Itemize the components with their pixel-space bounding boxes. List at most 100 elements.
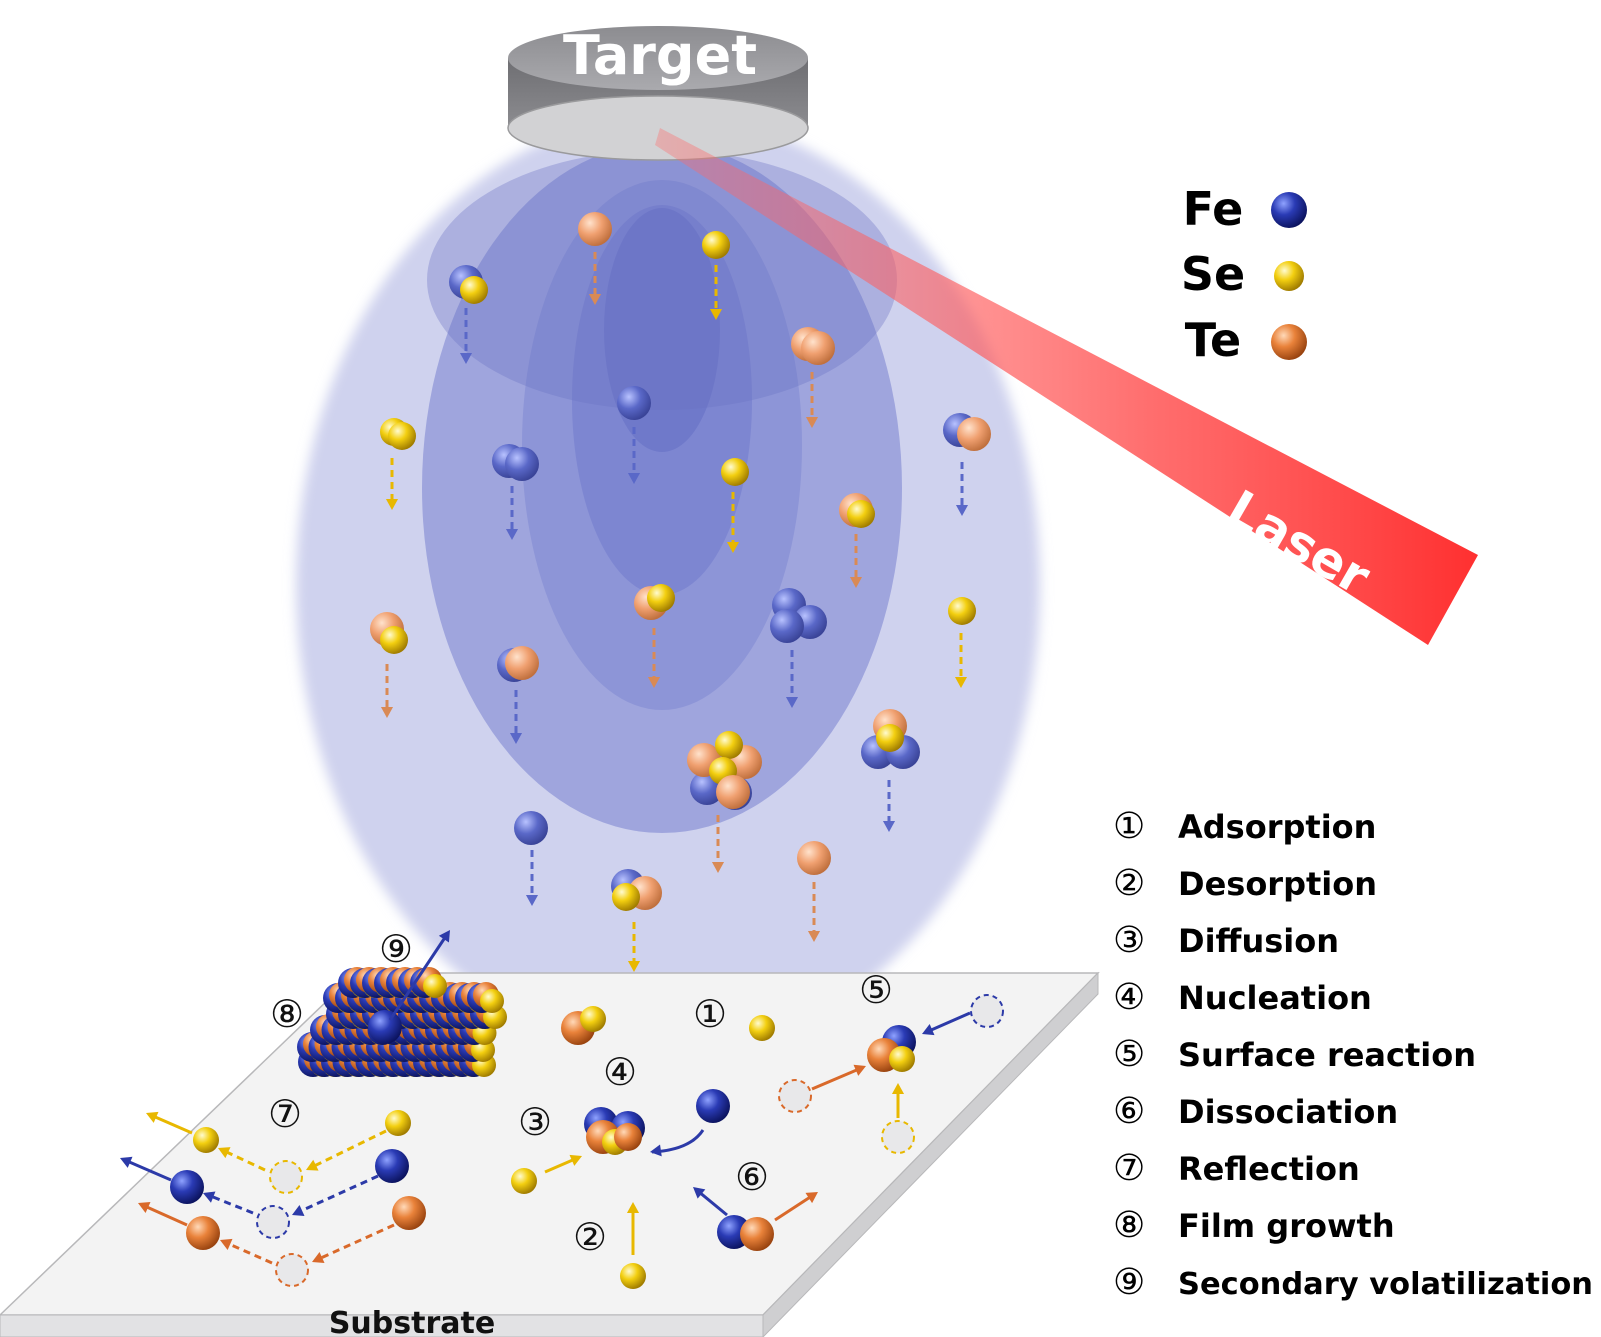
se-atom [715,731,743,759]
se-atom [480,989,504,1013]
process-num-5: ⑤ [1113,1034,1145,1075]
arrow-head [505,529,519,540]
se-atom [612,883,640,911]
target-label: Target [563,24,757,87]
se-atom [380,626,408,654]
se-atom [948,597,976,625]
legend-te-label: Te [1185,313,1241,367]
arrow-head [805,417,819,428]
arrow-head [220,1238,233,1250]
vacancy-site [881,1120,915,1154]
atoms-layer [170,212,1004,1289]
se-atom [889,1046,915,1072]
se-atom [847,500,875,528]
te-atom [797,841,831,875]
se-atom [388,422,416,450]
arrow-head [120,1156,133,1168]
process-num-1: ① [1113,806,1145,847]
arrow-head [146,1111,159,1123]
process-num-2: ② [1113,863,1145,904]
process-num-6: ⑥ [1113,1091,1145,1132]
marker-5: ⑤ [859,968,893,1012]
arrow-head [569,1154,582,1166]
arrow [150,1114,193,1135]
process-num-4: ④ [1113,977,1145,1018]
arrow [774,1194,814,1222]
arrow-head [380,707,394,718]
process-num-7: ⑦ [1113,1148,1145,1189]
se-atom [749,1015,775,1041]
marker-8: ⑧ [270,992,304,1036]
plasma-plume [296,115,1040,1055]
legend-te-sphere [1271,324,1307,360]
se-atom [511,1168,537,1194]
se-atom [385,1110,411,1136]
element-legend: Fe Se Te [1181,182,1307,367]
substrate-label: Substrate [329,1306,495,1337]
fe-atom [375,1149,409,1183]
te-atom [392,1196,426,1230]
arrow-head [627,961,641,972]
arrow [124,1158,172,1182]
arrow-head [693,1187,706,1199]
arrow-head [853,1064,866,1076]
legend-fe-sphere [1271,192,1307,228]
process-name-3: Diffusion [1178,922,1339,960]
arrow-head [626,1202,640,1213]
arrow-head [509,733,523,744]
process-name-4: Nucleation [1178,979,1372,1017]
marker-3: ③ [518,1100,552,1144]
vacancy-site [970,994,1004,1028]
te-atom [505,646,539,680]
arrow-head [292,1204,305,1216]
arrow-head [650,1144,662,1157]
process-name-7: Reflection [1178,1150,1360,1188]
se-atom [647,584,675,612]
arrow-head [459,353,473,364]
legend-se-label: Se [1181,247,1245,301]
arrow-head [438,930,450,943]
arrow [696,1189,728,1217]
te-atom [614,1123,642,1151]
se-atom [193,1127,219,1153]
arrow [811,1066,862,1091]
vacancy-site [778,1079,812,1113]
legend-fe-label: Fe [1183,182,1244,236]
process-name-9: Secondary volatilization [1178,1267,1593,1302]
arrow-head [955,505,969,516]
fe-atom [514,811,548,845]
arrow-head [306,1159,319,1171]
dashed-arrow [316,1223,395,1261]
arrow-head [203,1191,216,1203]
arrow-head [807,931,821,942]
film-growth-block [297,967,507,1077]
process-num-3: ③ [1113,920,1145,961]
vacancy-site [256,1205,290,1239]
process-num-9: ⑨ [1113,1262,1145,1303]
arrow-head [138,1201,151,1214]
fe-atom [770,609,804,643]
dashed-arrow [208,1193,254,1215]
marker-1: ① [693,992,727,1036]
se-atom [721,458,749,486]
arrow [926,1011,971,1033]
process-num-8: ⑧ [1113,1205,1145,1246]
te-atom [957,417,991,451]
dashed-arrow [296,1174,379,1214]
te-atom [716,775,750,809]
fe-atom [696,1089,730,1123]
marker-6: ⑥ [735,1155,769,1199]
dashed-arrow [310,1129,387,1169]
fe-atom [368,1010,402,1044]
fe-atom [617,386,651,420]
arrow-head [709,309,723,320]
se-atom [702,231,730,259]
marker-9: ⑨ [379,927,413,971]
arrow [544,1157,578,1174]
process-name-2: Desorption [1178,865,1377,903]
se-atom [423,974,447,998]
process-name-1: Adsorption [1178,808,1376,846]
fe-atom [505,447,539,481]
arrow-head [922,1024,935,1036]
